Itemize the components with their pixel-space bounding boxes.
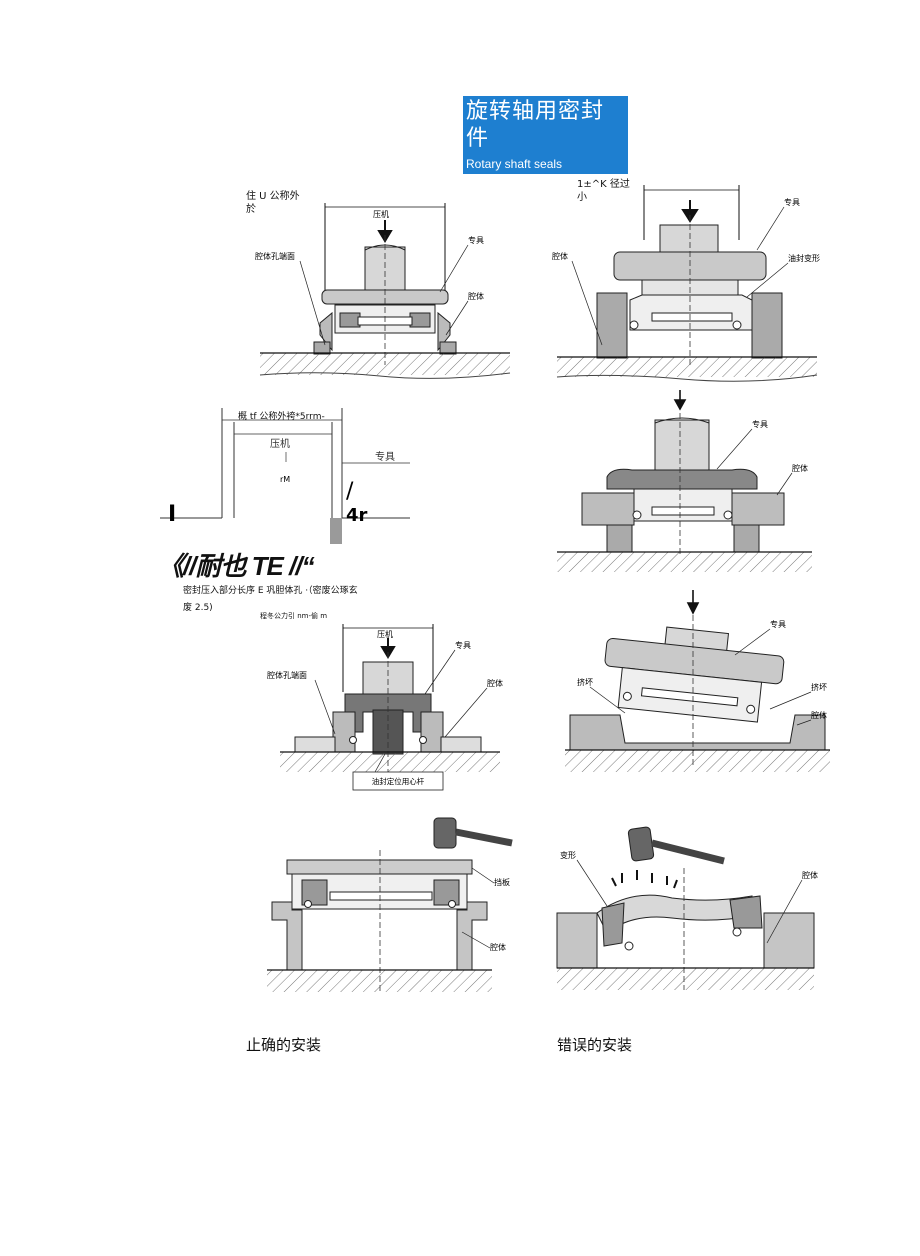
figure-correct-press: 压机 专具 腔体孔端面 腔体: [255, 203, 511, 379]
figure-tool-over-housing: 专具 腔体 油封变形: [552, 185, 820, 382]
sketch-tool-label: 专具: [375, 450, 395, 463]
title-block: 旋转轴用密封件 Rotary shaft seals: [463, 96, 628, 174]
figure-hammer-plate: 挡板 腔体: [267, 817, 513, 992]
fig4-bore-face-label: 腔体孔端面: [267, 670, 307, 680]
figure-flush-press: 专具 腔体: [557, 390, 812, 572]
hammer-icon: [433, 817, 457, 849]
fig1-housing-label: 腔体: [468, 291, 484, 301]
figure-hammer-deform: 变形 腔体: [556, 826, 818, 990]
note-top-right: 1±^K 径过 小: [577, 179, 630, 203]
fig5-damage-left-label: 挤坏: [577, 677, 593, 687]
fig1-tool-label: 专具: [468, 235, 484, 245]
fig4-mandrel-label: 油封定位用心杆: [372, 776, 425, 786]
fig3-housing-label: 腔体: [792, 463, 808, 473]
fig7-deform-label: 变形: [560, 850, 576, 860]
sketch-rm-label: rM: [280, 475, 290, 484]
sketch-dimension-text: 概 tf 公称外袴*5rrm-: [238, 412, 325, 422]
fig5-tool-label: 专具: [770, 619, 786, 629]
fig7-housing-label: 腔体: [802, 870, 818, 880]
fig2-tool-label: 专具: [784, 197, 800, 207]
distorted-heading: 《//耐也 TE //“: [158, 551, 315, 581]
fig5-housing-label: 腔体: [811, 710, 827, 720]
note-top-left: 住 U 公称外 於: [246, 191, 300, 215]
fig2-housing-label: 腔体: [552, 251, 568, 261]
dimension-sketch: I / 4r 压机 rM 专具: [160, 408, 410, 544]
sketch-letter-i: I: [168, 502, 176, 527]
figure-mandrel-press: 油封定位用心杆 压机 专具 腔体孔端面 腔体: [267, 624, 503, 791]
title-english: Rotary shaft seals: [466, 157, 563, 171]
title-chinese: 旋转轴用密封件: [466, 99, 605, 151]
fig6-housing-label: 腔体: [490, 942, 506, 952]
sketch-press-label: 压机: [270, 437, 290, 450]
hammer-icon: [627, 826, 655, 862]
fig2-deform-label: 油封变形: [788, 253, 820, 263]
fig4-housing-label: 腔体: [487, 678, 503, 688]
note-line-2: 废 2.5): [183, 603, 213, 613]
caption-correct: 止确的安装: [246, 1036, 322, 1054]
sketch-slash: /: [346, 479, 354, 504]
fig3-tool-label: 专具: [752, 419, 768, 429]
fig5-damage-right-label: 挤坏: [811, 682, 827, 692]
sketch-symbol: 4r: [346, 505, 368, 526]
figure-tilted-press: 专具 挤坏 挤坏 腔体: [565, 590, 830, 772]
fig1-press-label: 压机: [373, 209, 389, 219]
note-line-1: 密封压入部分长序 E 巩胆体孔 ·（密废公琢玄: [183, 586, 358, 596]
caption-wrong: 错误的安装: [557, 1036, 633, 1054]
note-small: 程冬公力引 nm-偷 m: [260, 612, 328, 620]
fig4-press-label: 压机: [377, 629, 393, 639]
fig1-bore-face-label: 腔体孔端面: [255, 251, 295, 261]
fig6-plate-label: 挡板: [494, 877, 510, 887]
fig4-tool-label: 专具: [455, 640, 471, 650]
